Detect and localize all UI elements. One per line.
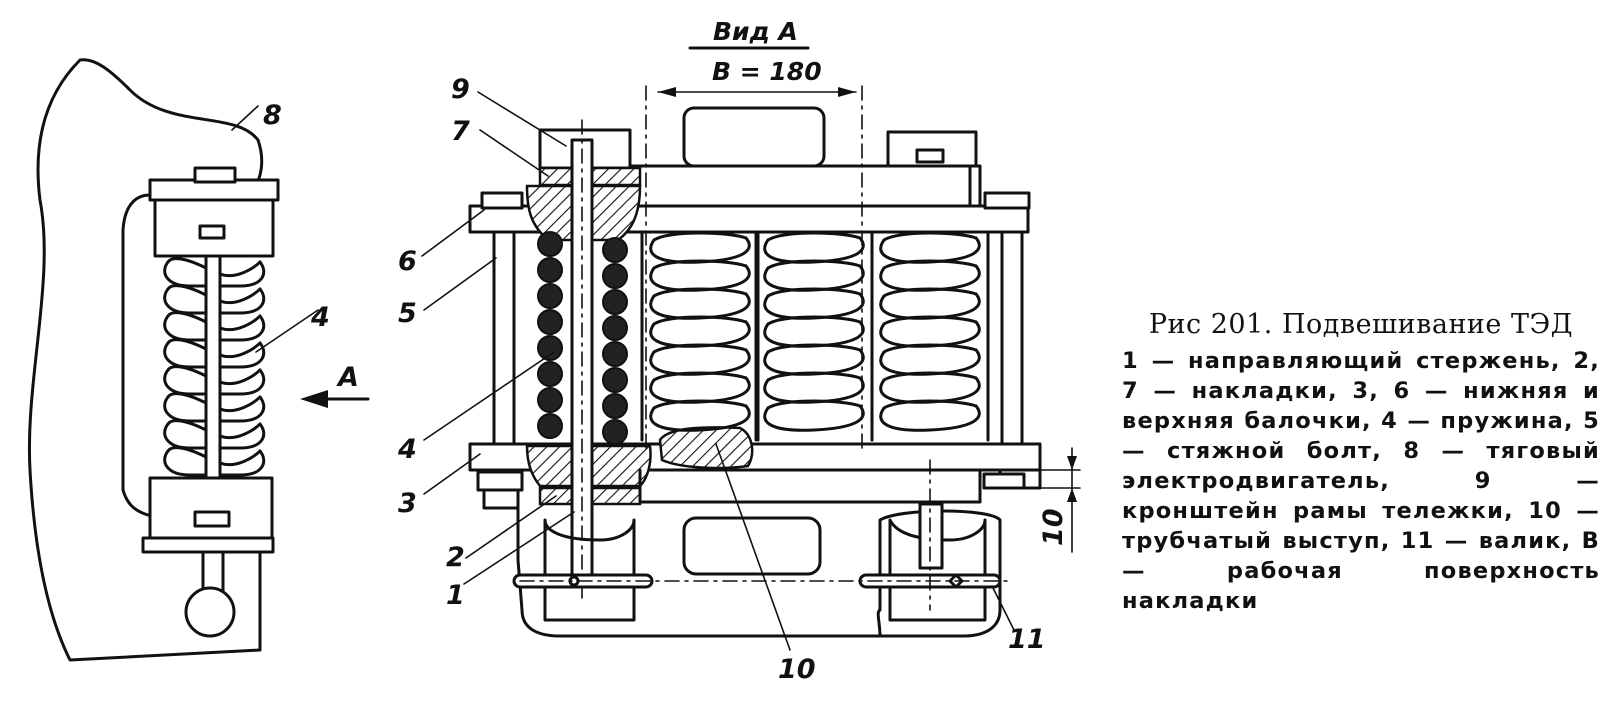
callout-2: 2 — [446, 542, 465, 573]
gap-dimension: 10 — [1025, 447, 1081, 553]
view-arrow-a: А — [300, 362, 370, 408]
dimension-b: Вид А В = 180 — [657, 17, 857, 97]
arrow-a-label: А — [336, 362, 359, 393]
motor-body-outline — [27, 58, 264, 662]
callout-4-left: 4 — [310, 302, 330, 333]
caption-legend: 1 — направляющий стержень, 2, 7 — наклад… — [1122, 348, 1600, 614]
side-guide-rod — [204, 254, 222, 480]
caption-title: Рис 201. Подвешивание ТЭД — [1148, 309, 1574, 340]
callout-5: 5 — [398, 298, 417, 329]
view-a-label: Вид А — [713, 17, 798, 46]
callout-labels: 8 4 9 7 6 5 4 3 2 1 10 11 — [263, 74, 1046, 685]
section-spring — [537, 231, 628, 445]
side-roller — [184, 586, 236, 638]
leader-lines — [231, 91, 1015, 651]
gap-dimension-label: 10 — [1038, 508, 1069, 546]
tie-bolt-right — [1000, 230, 1024, 446]
callout-1: 1 — [446, 580, 465, 611]
tie-bolt-left — [492, 230, 516, 446]
callout-4: 4 — [397, 434, 417, 465]
callout-11: 11 — [1008, 624, 1046, 655]
side-bottom-beam — [148, 476, 274, 540]
callout-3: 3 — [398, 488, 417, 519]
callout-9: 9 — [451, 74, 470, 105]
coil-springs — [640, 231, 990, 442]
dimension-b-label: В = 180 — [712, 57, 822, 86]
side-spring — [163, 257, 266, 477]
tubular-boss — [658, 426, 754, 470]
upper-plate — [618, 164, 972, 208]
callout-8-left: 8 — [263, 100, 282, 131]
callout-6: 6 — [398, 246, 417, 277]
bottom-bracket — [516, 508, 1002, 638]
callout-7: 7 — [451, 116, 470, 147]
section-view: Вид А В = 180 10 — [468, 17, 1081, 638]
callout-10: 10 — [778, 654, 816, 685]
side-view — [27, 58, 280, 662]
figure-caption: Рис 201. Подвешивание ТЭД 1 — направляющ… — [1122, 308, 1600, 616]
